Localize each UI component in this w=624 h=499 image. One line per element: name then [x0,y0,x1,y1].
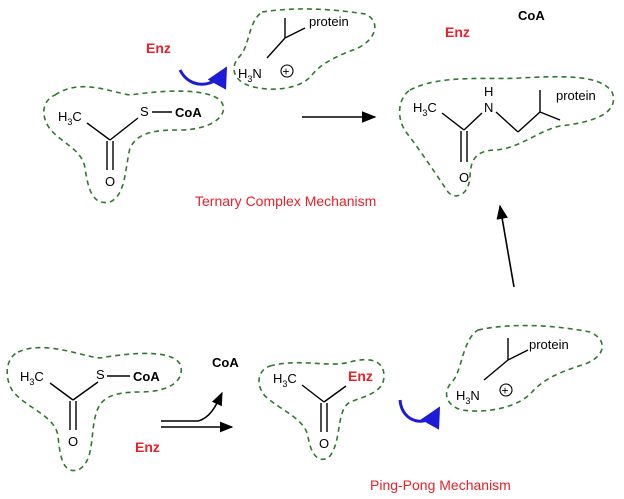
reaction-arrow-up [496,204,515,288]
methyl-group-label: H3C [273,371,297,389]
oxygen-atom: O [105,174,115,189]
acetyl-enzyme-enclosure [258,358,385,461]
bond [109,117,139,141]
bond [266,37,286,59]
pingpong-mechanism-caption: Ping-Pong Mechanism [370,477,511,493]
amine-label: H3N [456,388,480,406]
oxygen-atom: O [459,170,469,185]
enz-label: Enz [146,40,171,56]
enz-released-label: Enz [445,24,470,40]
protein-label: protein [529,337,569,352]
acetyl-coa-bottom: H3C S CoA O [20,367,160,449]
sulfur-atom: S [96,367,105,382]
protein-label: protein [309,14,349,29]
ternary-mechanism-caption: Ternary Complex Mechanism [195,193,376,209]
protein-label: protein [556,88,596,103]
protonated-amine-bottom: protein H3N + [456,337,569,406]
bond [507,349,529,361]
bond [284,27,306,39]
enz-bound-label: Enz [348,368,373,384]
coa-label: CoA [175,105,202,120]
protein-amine-enclosure-bottom [445,324,603,412]
protonated-amine-top: protein H3N + [238,14,349,84]
acetyl-coa-enclosure-bottom [6,346,182,472]
leaving-group-arrow [161,391,223,422]
bond [483,359,509,381]
enz-label: Enz [135,439,160,455]
bond [49,382,74,401]
sulfur-atom: S [140,104,149,119]
coa-label: CoA [133,369,160,384]
plus-sign: + [502,384,509,398]
positive-charge-icon [499,383,513,397]
plus-sign: + [283,65,290,79]
bond [517,111,541,133]
curved-arrow-icon [398,399,441,430]
acetyl-coa-top: H3C S CoA O [58,104,202,189]
oxygen-atom: O [68,434,78,449]
oxygen-atom: O [319,436,329,451]
protein-amine-enclosure [233,8,376,90]
acetyl-coa-enclosure [43,85,225,204]
bond [441,112,465,131]
bond [323,385,347,403]
methyl-group-label: H3C [413,100,437,118]
bond [539,111,561,121]
amide-hydrogen: H [484,84,493,99]
methyl-group-label: H3C [58,109,82,127]
bond [495,111,519,133]
amine-label: H3N [238,66,262,84]
positive-charge-icon [280,64,294,78]
acetylated-protein-product: H3C H N protein O [413,84,596,185]
bond [301,384,325,403]
coa-leaving-label: CoA [212,355,239,370]
coa-released-label: CoA [518,8,545,23]
amide-nitrogen: N [484,100,493,115]
methyl-group-label: H3C [20,369,44,387]
bond [72,381,99,401]
bond [463,112,483,131]
bond [86,122,111,141]
curved-arrow-icon [178,66,228,90]
acetyl-enzyme-intermediate: H3C Enz O [273,368,373,451]
amide-product-enclosure [398,75,615,197]
